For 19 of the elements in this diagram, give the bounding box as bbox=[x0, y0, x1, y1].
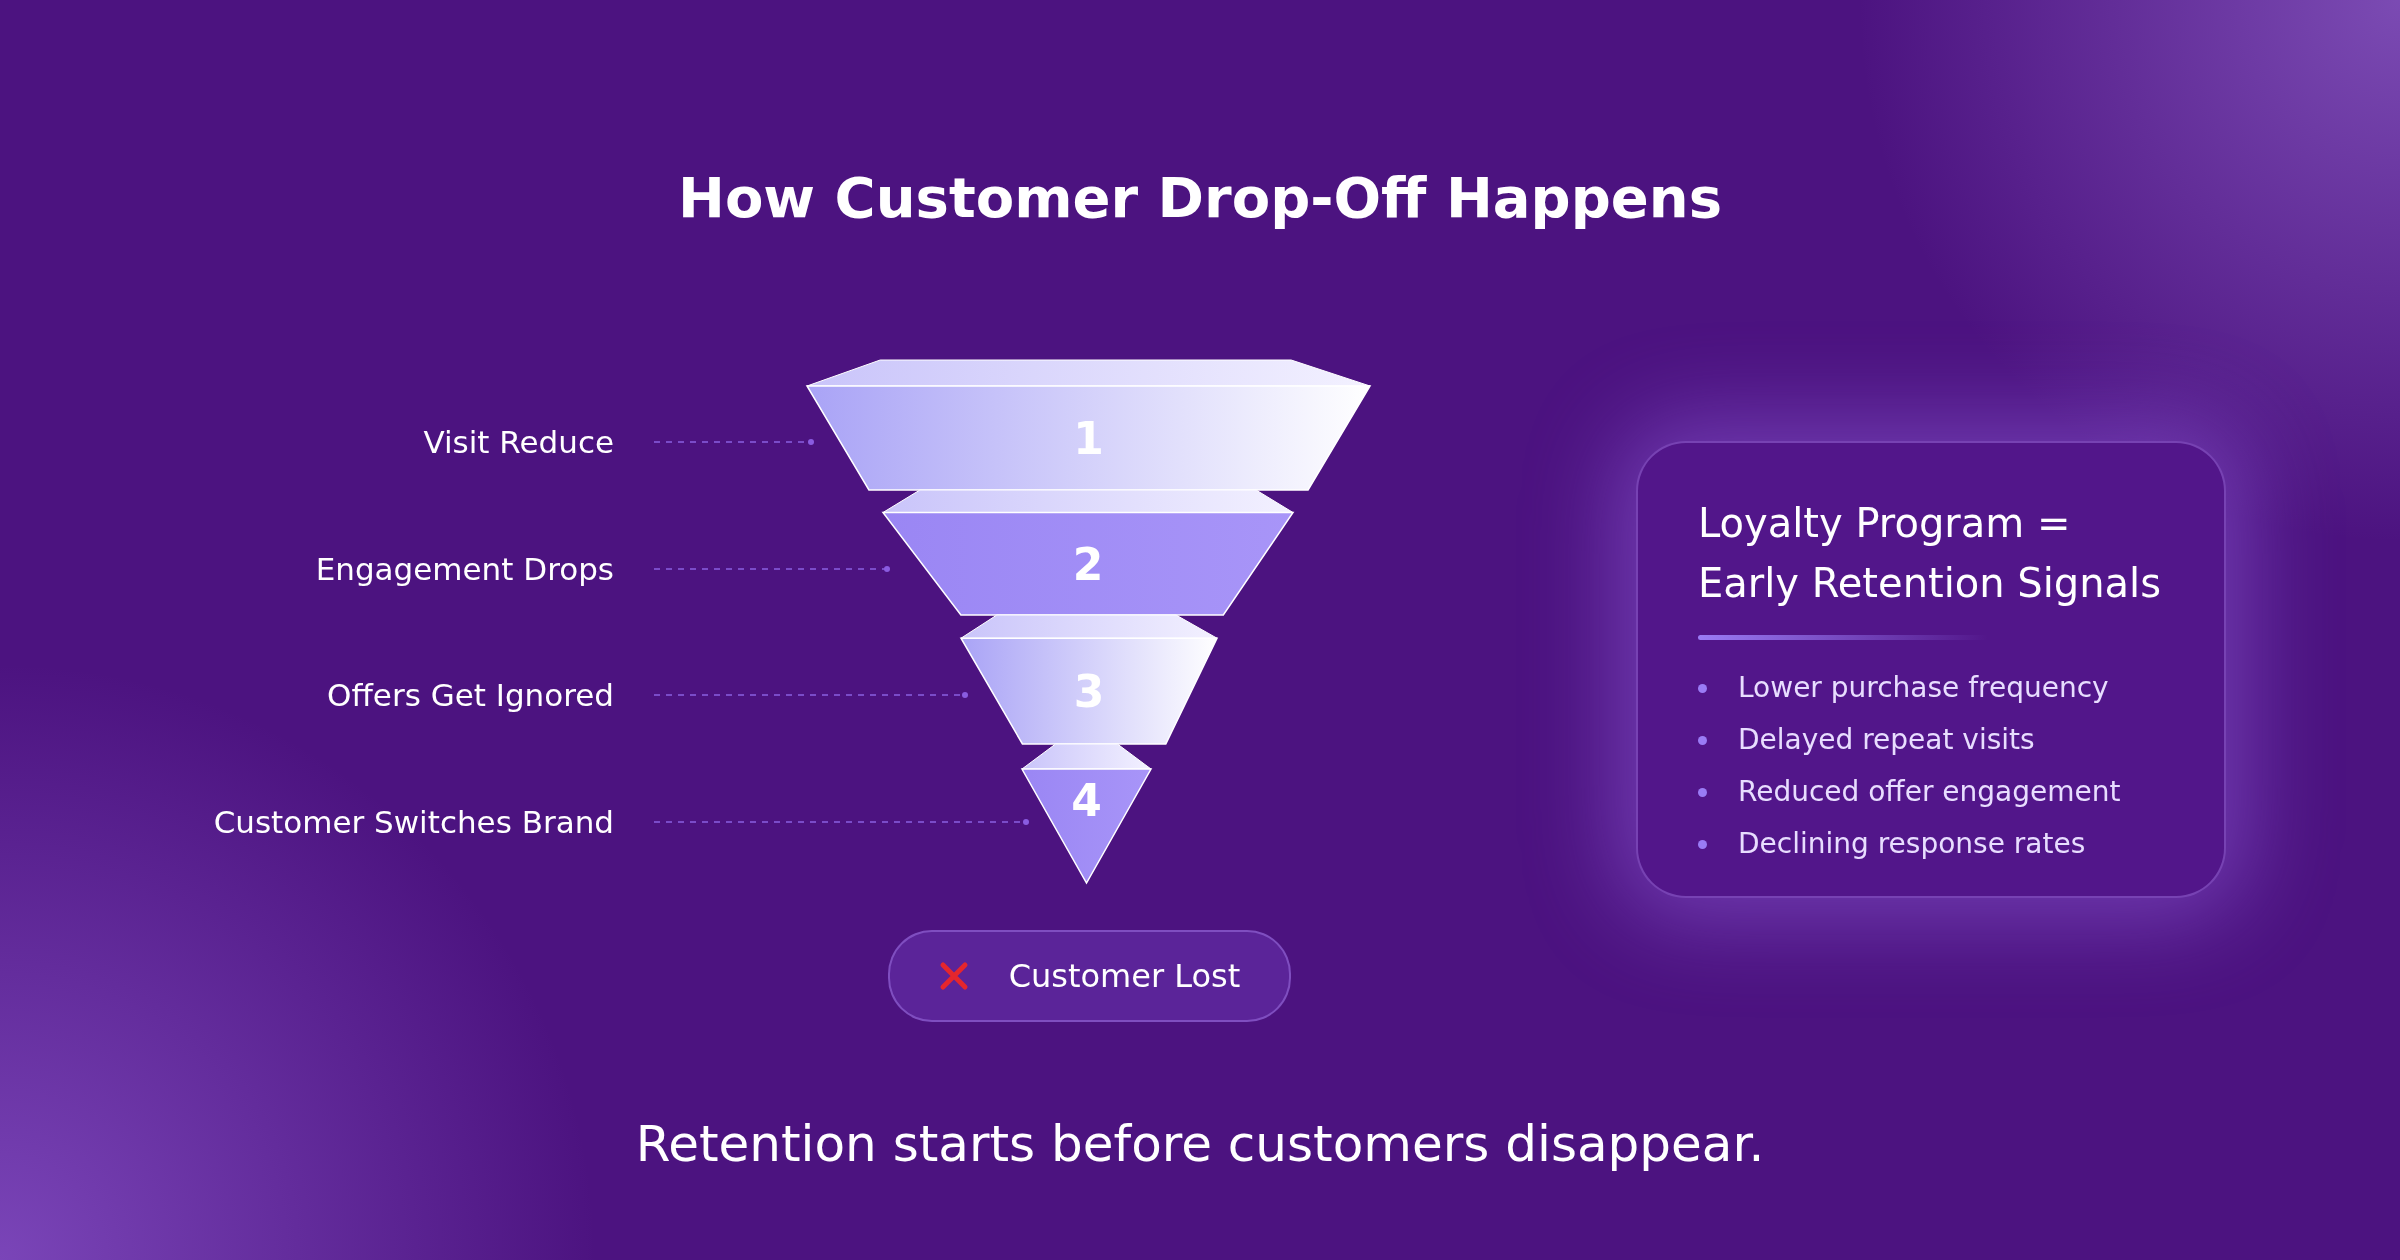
bullet-item: Reduced offer engagement bbox=[1698, 766, 2164, 818]
caption: Retention starts before customers disappear. bbox=[634, 1115, 1766, 1173]
bullet-item: Declining response rates bbox=[1698, 818, 2164, 870]
stage-label: Engagement Drops bbox=[114, 544, 614, 594]
leader-line bbox=[653, 566, 890, 572]
stage-label: Customer Switches Brand bbox=[114, 797, 614, 847]
title: How Customer Drop-Off Happens bbox=[677, 165, 1723, 230]
leader-line bbox=[653, 819, 1029, 825]
stage-number: 2 bbox=[1072, 538, 1104, 590]
info-card bbox=[1636, 441, 2226, 898]
bullet-item: Delayed repeat visits bbox=[1698, 714, 2164, 766]
status-text: Customer Lost bbox=[1008, 957, 1241, 995]
card-heading: Loyalty Program = Early Retention Signals bbox=[1698, 499, 2163, 608]
stage-label: Visit Reduce bbox=[114, 417, 614, 467]
leader-line bbox=[653, 439, 814, 445]
leader-line bbox=[653, 692, 968, 698]
stage-label: Offers Get Ignored bbox=[114, 670, 614, 720]
stage-number: 4 bbox=[1071, 774, 1102, 826]
bullet-item: Lower purchase frequency bbox=[1698, 662, 2164, 714]
